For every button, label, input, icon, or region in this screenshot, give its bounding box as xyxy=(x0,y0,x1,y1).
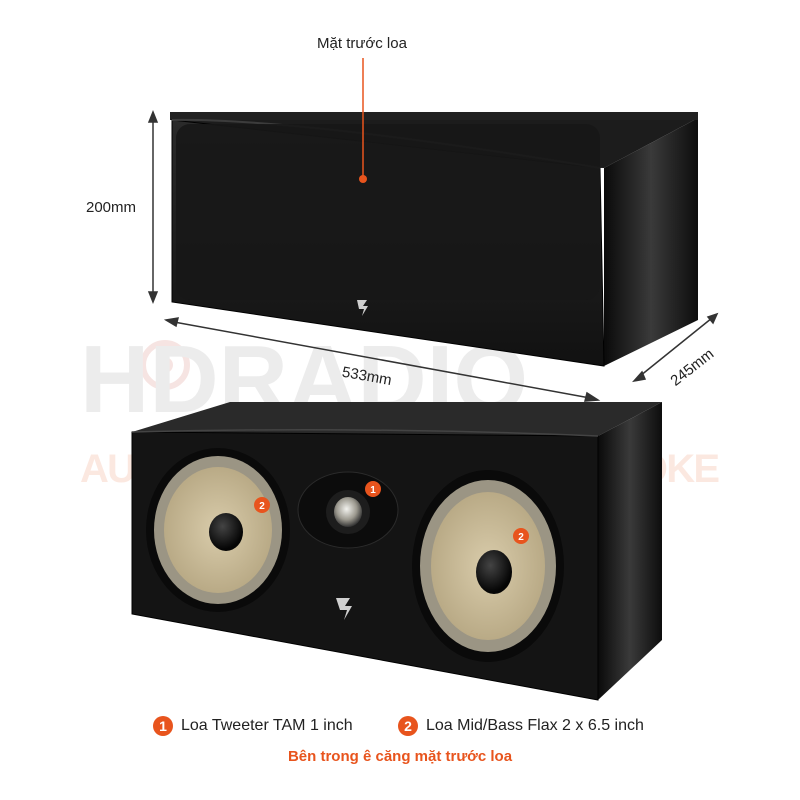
svg-text:1: 1 xyxy=(370,485,376,496)
arrow-icon xyxy=(163,317,601,402)
callout-tweeter: 1 xyxy=(365,481,381,497)
focal-logo-icon xyxy=(357,300,368,316)
callout-right-woofer: 2 xyxy=(513,528,529,544)
legend-midbass: 2 Loa Mid/Bass Flax 2 x 6.5 inch xyxy=(398,716,644,736)
callout-left-woofer: 2 xyxy=(254,497,270,513)
legend-number-2: 2 xyxy=(398,716,418,736)
speaker-with-grille xyxy=(170,112,698,367)
front-label: Mặt trước loa xyxy=(317,35,408,52)
left-woofer xyxy=(146,448,290,612)
legend-tweeter: 1 Loa Tweeter TAM 1 inch xyxy=(153,716,353,736)
legend-midbass-label: Loa Mid/Bass Flax 2 x 6.5 inch xyxy=(426,717,644,735)
legend-number-1: 1 xyxy=(153,716,173,736)
tweeter xyxy=(297,471,399,549)
arrow-icon xyxy=(631,312,719,383)
speaker-without-grille xyxy=(131,402,662,701)
right-woofer xyxy=(412,470,564,662)
front-label-dot xyxy=(359,175,367,183)
arrow-icon xyxy=(147,109,159,305)
svg-text:2: 2 xyxy=(518,532,524,543)
footnote: Bên trong ê căng mặt trước loa xyxy=(287,748,513,765)
focal-logo-icon xyxy=(336,598,352,620)
depth-label: 245mm xyxy=(667,345,717,389)
height-label: 200mm xyxy=(86,199,136,216)
legend-tweeter-label: Loa Tweeter TAM 1 inch xyxy=(181,717,353,735)
svg-text:2: 2 xyxy=(259,501,265,512)
